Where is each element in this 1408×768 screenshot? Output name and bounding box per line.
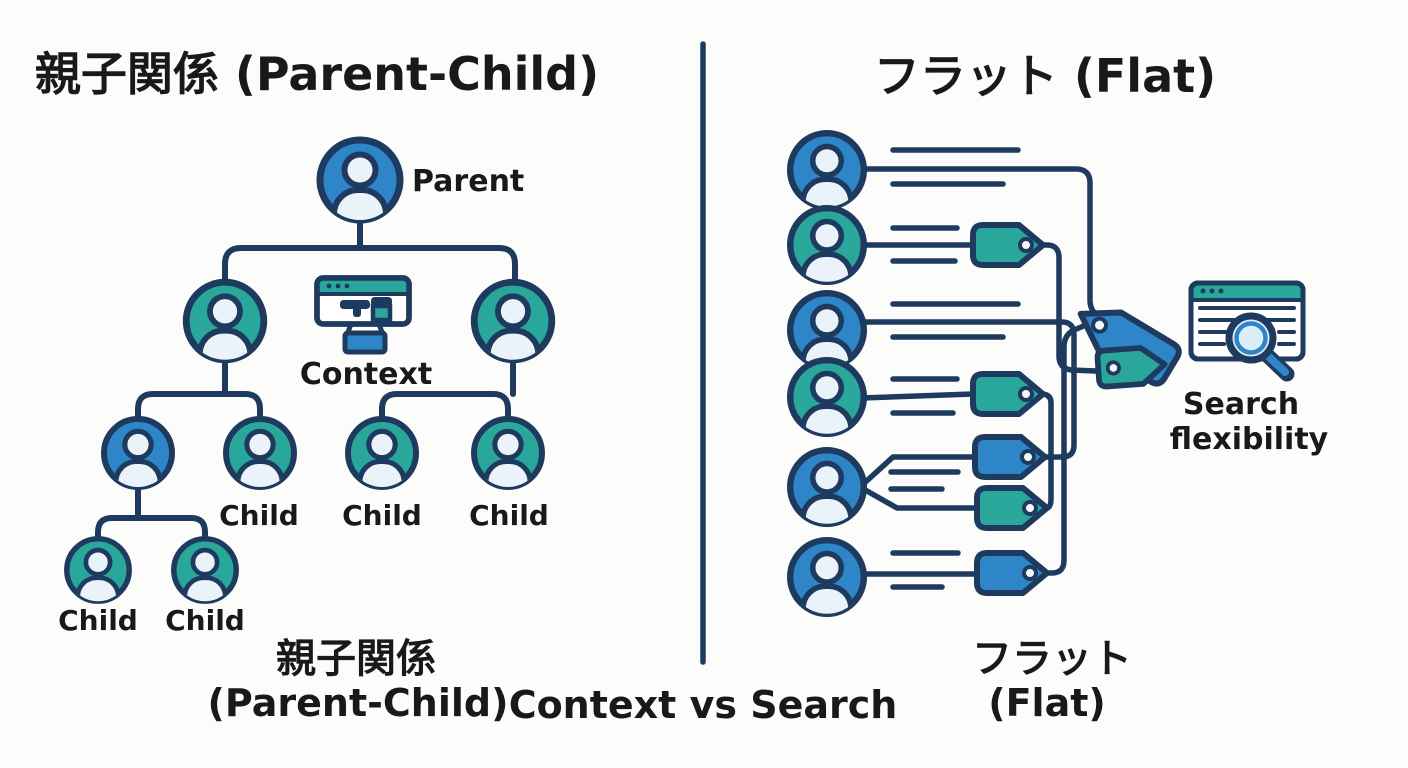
tag-icon	[973, 225, 1043, 265]
right-caption-line1: フラット	[972, 636, 1132, 682]
child-avatar-icon	[226, 419, 294, 504]
tag-icon	[975, 437, 1045, 477]
user-avatar-icon	[790, 540, 864, 632]
child-label: Child	[58, 604, 138, 637]
child-label: Child	[219, 499, 299, 532]
tag-icon	[977, 553, 1047, 593]
tree-connectors	[95, 216, 518, 544]
child-label: Child	[469, 499, 549, 532]
parent-label: Parent	[412, 164, 524, 199]
user-avatar-icon	[790, 450, 864, 542]
tag-icon	[973, 374, 1043, 414]
tag-icon	[977, 488, 1047, 528]
search-browser-icon	[1188, 280, 1306, 382]
left-panel-title: 親子関係 (Parent-Child)	[35, 47, 599, 101]
right-caption-line2: (Flat)	[988, 681, 1106, 725]
user-avatar-icon	[790, 360, 864, 452]
search-flexibility-label-line2: flexibility	[1170, 422, 1329, 457]
context-browser-icon	[314, 275, 412, 355]
user-avatar-icon	[790, 208, 864, 300]
comparison-footer-label: Context vs Search	[509, 683, 898, 727]
left-caption-line1: 親子関係	[276, 636, 436, 682]
parent-child-tree	[67, 140, 552, 617]
context-label: Context	[300, 357, 432, 392]
right-panel-title: フラット (Flat)	[874, 49, 1216, 103]
left-caption-line2: (Parent-Child)	[208, 681, 509, 725]
child-avatar-icon	[474, 419, 542, 504]
search-flexibility-label-line1: Search	[1183, 387, 1299, 422]
magnifier-icon	[1225, 312, 1295, 382]
flat-list	[790, 133, 1306, 632]
child-avatar-icon	[348, 419, 416, 504]
child-label: Child	[165, 604, 245, 637]
child-label: Child	[342, 499, 422, 532]
